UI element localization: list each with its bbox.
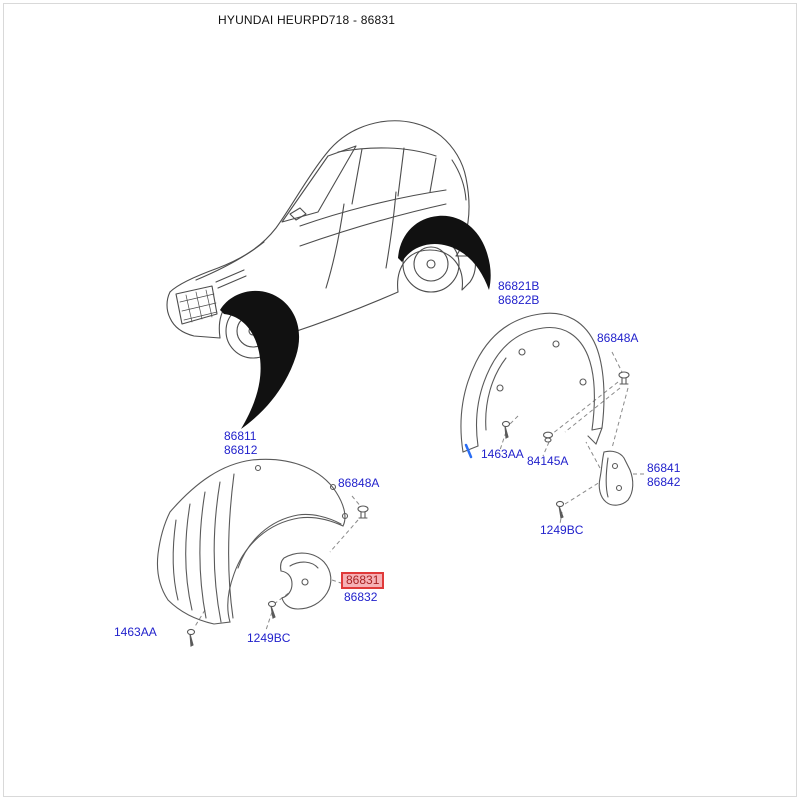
car-b-pillar (351, 148, 363, 205)
label-84145A[interactable]: 84145A (527, 454, 569, 468)
front-clip-icon (357, 505, 369, 519)
car-roofline-inner (337, 147, 437, 157)
car-quarter-pillar (429, 157, 437, 193)
rear-clip-icon (618, 371, 630, 385)
vehicle-illustration (166, 120, 476, 359)
front-bolt-icon (267, 600, 277, 619)
label-1249BC-rear[interactable]: 1249BC (540, 523, 584, 537)
front-arrow (220, 290, 300, 429)
rear-wheel-guard-drawing (460, 312, 605, 459)
car-rocker (287, 291, 399, 335)
car-silhouette (169, 120, 470, 293)
fasteners (186, 371, 630, 647)
label-86848A-front[interactable]: 86848A (338, 476, 380, 490)
car-headlight (215, 269, 247, 289)
rear-arrow (398, 215, 491, 290)
label-1249BC-front[interactable]: 1249BC (247, 631, 291, 645)
car-windshield (281, 145, 357, 223)
car-hood-crease (195, 241, 265, 281)
label-86832[interactable]: 86832 (344, 590, 378, 604)
car-door-seam-front (325, 203, 345, 289)
car-grille-mesh (179, 289, 218, 323)
car-door-seam-rear (385, 191, 397, 269)
rear-screw-icon (501, 420, 511, 439)
car-hatch-line (451, 159, 467, 201)
car-beltline (299, 189, 447, 227)
front-mud-guard-drawing (280, 552, 332, 610)
car-door-crease (299, 203, 447, 247)
label-86812[interactable]: 86812 (224, 443, 258, 457)
page-title: HYUNDAI HEURPD718 - 86831 (218, 13, 396, 27)
rear-mud-guard-drawing (598, 450, 634, 506)
label-86831-highlighted[interactable]: 86831 (341, 572, 385, 589)
label-86842[interactable]: 86842 (647, 475, 681, 489)
label-86811[interactable]: 86811 (224, 429, 257, 443)
label-86822B[interactable]: 86822B (498, 293, 540, 307)
rear-bolt-icon (555, 500, 565, 519)
leader-lines (193, 351, 644, 631)
front-screw-icon (186, 628, 196, 647)
car-grille (175, 285, 218, 325)
label-1463AA-rear[interactable]: 1463AA (481, 447, 524, 461)
highlight-tick (464, 443, 473, 459)
car-front-face (166, 291, 221, 339)
rear-grommet-icon (542, 431, 554, 443)
label-1463AA-front[interactable]: 1463AA (114, 625, 157, 639)
label-86848A-rear[interactable]: 86848A (597, 331, 639, 345)
car-c-pillar (397, 147, 405, 197)
car-mirror (289, 207, 307, 221)
pointer-arrows (220, 215, 491, 429)
front-wheel-guard-drawing (156, 458, 349, 625)
label-86841[interactable]: 86841 (647, 461, 681, 475)
car-rear-arch (397, 249, 476, 293)
label-86821B[interactable]: 86821B (498, 279, 540, 293)
